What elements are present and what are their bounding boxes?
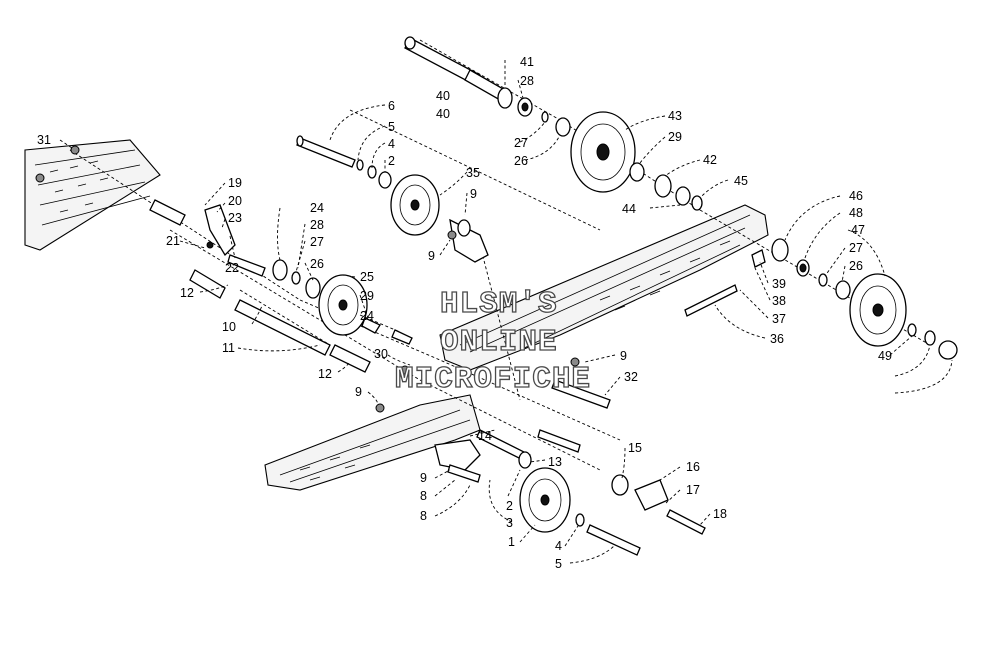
callout-1: 1	[508, 535, 515, 549]
callout-36: 38	[772, 294, 786, 308]
callout-13: 13	[548, 455, 562, 469]
callout-8-upper: 9	[470, 187, 477, 201]
callout-12-a: 12	[180, 286, 194, 300]
callout-32: 32	[624, 370, 638, 384]
callout-42: 44	[622, 202, 636, 216]
callout-26-left: 26	[310, 257, 324, 271]
callout-43: 45	[734, 174, 748, 188]
callout-27-top: 27	[514, 136, 528, 150]
callout-18: 18	[713, 507, 727, 521]
watermark-line-1: HLSM'S	[440, 287, 558, 322]
callout-10: 10	[222, 320, 236, 334]
callout-17: 17	[686, 483, 700, 497]
callout-38: 40	[436, 89, 450, 103]
callout-39: 40	[436, 107, 450, 121]
callout-41: 43	[668, 109, 682, 123]
upper-wheel-assembly	[296, 135, 489, 263]
callout-29-left: 29	[360, 289, 374, 303]
spacer-tubes	[189, 269, 371, 373]
callout-5-lower: 5	[555, 557, 562, 571]
callout-28-left: 28	[310, 218, 324, 232]
callout-leaders	[59, 60, 953, 564]
callout-8-lower: 9	[420, 471, 427, 485]
callout-24-a: 24	[310, 201, 324, 215]
callout-37: 39	[772, 277, 786, 291]
callout-3-upper: 4	[388, 137, 395, 151]
callout-9-upper: 9	[428, 249, 435, 263]
callout-2-upper: 2	[388, 154, 395, 168]
top-idler-assembly	[497, 87, 703, 211]
left-slide-rail	[24, 139, 161, 251]
callout-29-top: 29	[668, 130, 682, 144]
callout-23: 23	[228, 211, 242, 225]
right-slide-rail	[439, 204, 769, 371]
callout-labels: 6 5 4 2 35 9 9 40 40 41 28 27 26 43 29 4…	[37, 55, 892, 571]
callout-11: 11	[222, 341, 235, 355]
callout-15: 15	[628, 441, 642, 455]
callout-5-upper: 6	[388, 99, 395, 113]
callout-27-left: 27	[310, 235, 324, 249]
lower-wheel-assembly	[375, 365, 706, 556]
callout-9-right: 9	[620, 349, 627, 363]
callout-34: 36	[770, 332, 784, 346]
left-axle-assembly	[149, 199, 413, 345]
callout-4-lower: 4	[555, 539, 562, 553]
callout-3-lower: 3	[506, 516, 513, 530]
callout-35: 37	[772, 312, 786, 326]
callout-47: 49	[878, 349, 892, 363]
callout-6: 8	[420, 509, 427, 523]
callout-19: 19	[228, 176, 242, 190]
callout-30: 30	[374, 347, 388, 361]
callout-9-mid: 9	[355, 385, 362, 399]
callout-16: 16	[686, 460, 700, 474]
callout-46: 48	[849, 206, 863, 220]
callout-33: 35	[466, 166, 480, 180]
callout-45: 47	[851, 223, 865, 237]
callout-26-top: 26	[514, 154, 528, 168]
callout-44: 46	[849, 189, 863, 203]
callout-27-right: 27	[849, 241, 863, 255]
callout-12-b: 12	[318, 367, 332, 381]
callout-28-top: 28	[520, 74, 534, 88]
callout-21: 21	[166, 234, 180, 248]
callout-20: 20	[228, 194, 242, 208]
lower-slide-rail	[264, 394, 481, 491]
callout-40-top: 41	[520, 55, 534, 69]
callout-7: 8	[420, 489, 427, 503]
callout-40-mid: 42	[703, 153, 717, 167]
watermark-line-2: ONLINE	[440, 325, 558, 360]
left-rail-fasteners	[35, 145, 80, 183]
callout-14: 14	[478, 429, 492, 443]
watermark: HLSM'S ONLINE MICROFICHE	[394, 286, 591, 397]
callout-31: 31	[37, 133, 51, 147]
callout-24-b: 24	[360, 309, 374, 323]
watermark-line-3: MICROFICHE	[395, 362, 591, 397]
callout-25: 25	[360, 270, 374, 284]
callout-4-upper: 5	[388, 120, 395, 134]
callout-22: 22	[225, 261, 239, 275]
top-axle	[404, 36, 506, 101]
right-wheel-assembly	[551, 238, 958, 409]
callout-2-lower: 2	[506, 499, 513, 513]
callout-26-right: 26	[849, 259, 863, 273]
